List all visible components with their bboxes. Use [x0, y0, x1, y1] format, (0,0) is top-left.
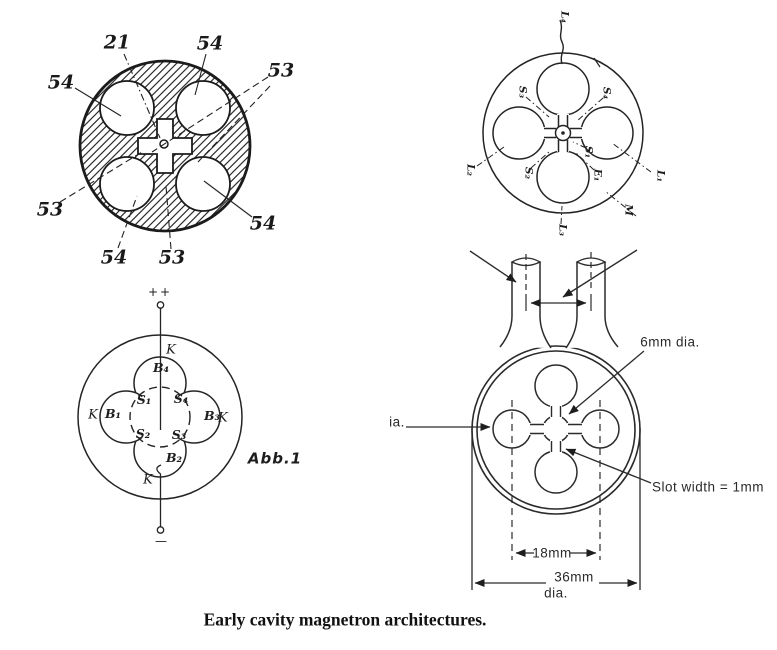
label-L3: L₃: [556, 224, 569, 236]
label-cavity-54-top: 54: [196, 32, 224, 55]
anode-dashed-circle: [129, 386, 191, 448]
label-cavity-54-left: 54: [47, 71, 75, 94]
cathode-dot: [561, 131, 565, 135]
label-K-left: K: [88, 407, 98, 423]
label-E1: E₁: [591, 168, 604, 182]
figure-abb1-schematic: [77, 301, 243, 534]
label-slot-width: Slot width = 1mm: [652, 479, 764, 495]
slots: [529, 405, 583, 453]
figure-dimensioned-anode: [406, 249, 652, 590]
label-S1: S₁: [136, 391, 152, 407]
label-S2: S₂: [522, 166, 535, 180]
label-L4: L₄: [558, 11, 571, 23]
figure-labeled-anode: [476, 19, 652, 225]
label-S3: S₃: [171, 426, 187, 442]
positive-terminal: [156, 301, 165, 309]
leader-lines: [59, 53, 271, 250]
label-inner-spacing-18mm: 18mm: [532, 545, 572, 561]
figure-hatched-anode-cross-section: [59, 53, 271, 250]
label-K-bottom: K: [143, 472, 153, 488]
label-figure-ref-abb1: Abb.1: [247, 449, 303, 468]
label-cavity-54-bottom: 54: [100, 246, 128, 269]
label-B3: B₃: [203, 407, 221, 423]
label-minus-terminal: —: [155, 534, 169, 548]
label-slot-53-right: 53: [267, 59, 295, 82]
dimension-lines: [471, 299, 641, 590]
cavity-holes: [492, 364, 620, 494]
label-S3: S₃: [516, 85, 529, 99]
label-K-right: K: [218, 410, 228, 426]
label-outer-dia-unit: dia.: [544, 585, 568, 601]
output-lead: [559, 19, 564, 65]
slots: [543, 114, 583, 152]
label-B1: B₁: [104, 405, 122, 421]
label-S2: S₂: [135, 425, 151, 441]
cavity-lobes: [99, 80, 231, 212]
figure-caption: Early cavity magnetron architectures.: [203, 609, 487, 630]
leader-lines: [476, 96, 652, 225]
label-S1: S₁: [582, 145, 595, 159]
label-B4: B₄: [152, 359, 170, 375]
label-B2: B₂: [165, 449, 183, 465]
label-L2: L₂: [464, 164, 477, 176]
label-S4: S₄: [173, 390, 189, 406]
label-outer-dia-36mm: 36mm: [554, 569, 594, 585]
label-slot-53-lower-left: 53: [36, 198, 64, 221]
negative-lead-line: [156, 464, 162, 527]
label-S4: S₄: [600, 86, 613, 100]
label-K-top: K: [166, 342, 176, 358]
negative-terminal: [156, 526, 165, 534]
label-center-hole-dia: 6mm dia.: [640, 334, 700, 350]
cavity-holes: [492, 62, 634, 204]
label-plus-terminal: ++: [147, 285, 173, 299]
label-cavity-54-lower-right: 54: [249, 212, 277, 235]
label-M: M: [622, 204, 635, 216]
label-cathode-21: 21: [103, 31, 131, 54]
label-partial-dia: ia.: [389, 414, 405, 430]
pointer-arrows: [406, 249, 652, 484]
label-L1: L₁: [654, 170, 667, 182]
cathode-lead-tubes: [499, 252, 619, 349]
label-slot-53-bottom: 53: [158, 246, 186, 269]
